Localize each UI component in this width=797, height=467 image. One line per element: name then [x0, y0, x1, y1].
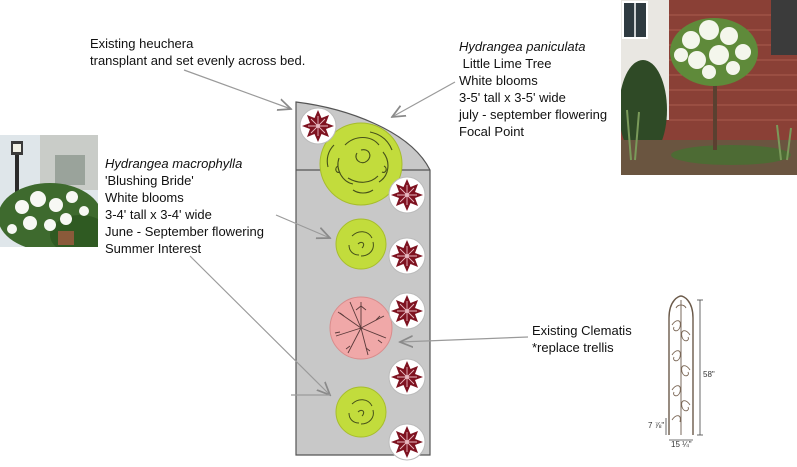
macrophylla-arrow-bottom [189, 255, 330, 395]
macrophylla-role: Summer Interest [105, 241, 202, 256]
annotation-arrows [183, 69, 529, 395]
trellis-icon: 58" 7 ⅞" 15 ¼" [648, 295, 715, 449]
clematis-label: Existing Clematis *replace trellis [532, 322, 632, 356]
paniculata-blooms: White blooms [459, 73, 538, 88]
trellis-width-label: 15 ¼" [671, 440, 692, 449]
hydrangea-paniculata-plant [319, 122, 403, 206]
hydrangea-shrub-photo-icon [0, 135, 98, 247]
heuchera-plant [388, 358, 426, 396]
paniculata-flowering: july - september flowering [459, 107, 608, 122]
clematis-label-line1: Existing Clematis [532, 323, 632, 338]
clematis-plant [329, 296, 393, 360]
trellis-base-label: 7 ⅞" [648, 421, 664, 430]
macrophylla-blooms: White blooms [105, 190, 184, 205]
hydrangea-tree-photo-icon [621, 0, 797, 175]
macrophylla-name: Hydrangea macrophylla [105, 156, 243, 171]
clematis-label-line2: *replace trellis [532, 340, 614, 355]
heuchera-plant [388, 237, 426, 275]
heuchera-plant [388, 292, 426, 330]
paniculata-arrow [392, 81, 456, 117]
macrophylla-label: Hydrangea macrophylla 'Blushing Bride' W… [105, 155, 264, 257]
paniculata-label: Hydrangea paniculata Little Lime Tree Wh… [459, 38, 607, 140]
heuchera-label-line2: transplant and set evenly across bed. [90, 53, 306, 68]
macrophylla-cultivar: 'Blushing Bride' [105, 173, 194, 188]
heuchera-arrow [183, 69, 291, 109]
heuchera-label-line1: Existing heuchera [90, 36, 194, 51]
trellis-height-label: 58" [703, 370, 715, 379]
macrophylla-flowering: June - September flowering [105, 224, 264, 239]
clematis-arrow [400, 337, 529, 342]
paniculata-size: 3-5' tall x 3-5' wide [459, 90, 566, 105]
hydrangea-macrophylla-plant [335, 218, 387, 270]
heuchera-plant [299, 107, 337, 145]
paniculata-cultivar: Little Lime Tree [459, 56, 552, 71]
macrophylla-size: 3-4' tall x 3-4' wide [105, 207, 212, 222]
paniculata-role: Focal Point [459, 124, 525, 139]
heuchera-plant [388, 176, 426, 214]
macrophylla-arrow-top [275, 214, 330, 238]
heuchera-plant [388, 423, 426, 461]
hydrangea-macrophylla-plant [335, 386, 387, 438]
heuchera-label: Existing heuchera transplant and set eve… [90, 35, 305, 69]
paniculata-name: Hydrangea paniculata [459, 39, 586, 54]
